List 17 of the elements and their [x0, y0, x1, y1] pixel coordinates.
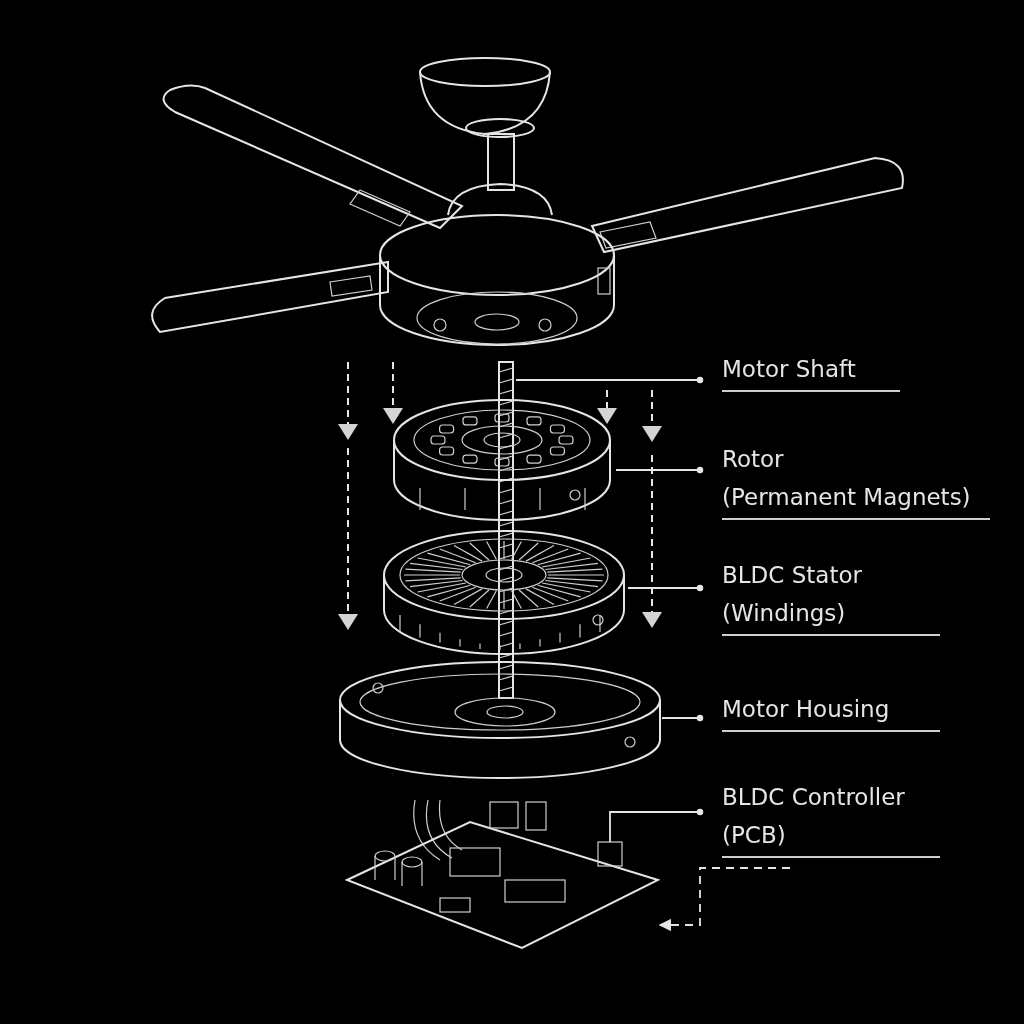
label-text: Motor Shaft — [722, 355, 856, 384]
leader-line — [615, 466, 704, 474]
label-text: BLDC Controller — [722, 783, 905, 812]
arrow — [658, 867, 791, 932]
label-text: Motor Housing — [722, 695, 890, 724]
motor-shaft-drawing — [496, 360, 516, 700]
label-text: (Windings) — [722, 599, 846, 628]
leader-line — [609, 808, 704, 843]
label-text: (Permanent Magnets) — [722, 483, 971, 512]
label-text: Rotor — [722, 445, 784, 474]
motor-housing-drawing — [338, 660, 662, 782]
leader-line — [627, 584, 704, 592]
leader-line — [661, 714, 704, 722]
label-text: BLDC Stator — [722, 561, 862, 590]
label-text: (PCB) — [722, 821, 786, 850]
circuit-board-drawing — [345, 800, 660, 952]
leader-line — [515, 376, 704, 384]
